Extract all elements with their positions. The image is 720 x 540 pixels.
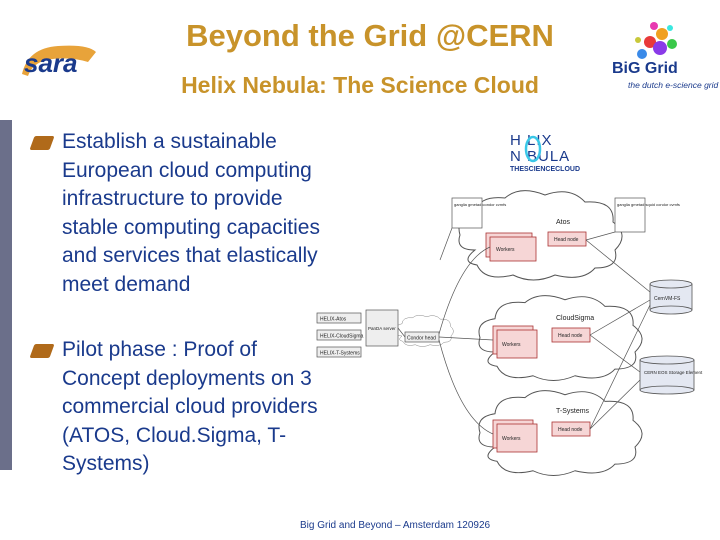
condor-head-label: Condor head: [407, 336, 436, 342]
cloudsigma-headnode-label: Head node: [558, 333, 583, 339]
atos-workers-label: Workers: [496, 247, 515, 253]
bullet-item-1: Establish a sustainable European cloud c…: [29, 128, 340, 299]
left-accent-bar: [0, 120, 12, 470]
note-box-left: [451, 197, 483, 229]
helix-tsystems-box: [316, 346, 362, 358]
atos-headnode: [547, 231, 587, 247]
panda-server-label: PanDA server: [368, 326, 396, 331]
cerneos-cylinder: CERN EOS Storage Element: [639, 355, 703, 395]
helix-cloudsigma-label: HELIX-CloudSigma: [320, 334, 364, 340]
tsystems-headnode-label: Head node: [558, 427, 583, 433]
tsystems-name: T-Systems: [556, 408, 590, 415]
svg-text:sara: sara: [24, 48, 78, 78]
note-box-right-label: ganglia gmetad squid condor cvmfs: [617, 202, 680, 207]
helix-logo-top: H LIX: [510, 132, 553, 149]
bullet-item-2: Pilot phase : Proof of Concept deploymen…: [29, 336, 340, 479]
bullet-text: Establish a sustainable European cloud c…: [62, 130, 320, 296]
helix-logo-bottom: THESCIENCECLOUD: [510, 166, 581, 173]
cerneos-label: CERN EOS Storage Element: [644, 370, 703, 375]
tsystems-workers-label: Workers: [502, 436, 521, 442]
helix-nebula-logo: H LIX N BULA THESCIENCECLOUD: [510, 132, 600, 178]
helix-tsystems-label: HELIX-T-Systems: [320, 351, 360, 357]
cernvmfs-label: CernVM-FS: [654, 296, 681, 302]
atos-name: Atos: [556, 219, 571, 226]
note-box-left-label: ganglia gmetad condor cvmfs: [454, 202, 506, 207]
big-grid-tagline: the dutch e-science grid: [628, 80, 719, 90]
big-grid-name: BiG Grid: [612, 60, 678, 77]
cloudsigma-workers-label: Workers: [502, 342, 521, 348]
cloudsigma-name: CloudSigma: [556, 315, 594, 322]
cernvmfs-cylinder: CernVM-FS: [649, 279, 693, 315]
atos-headnode-label: Head node: [554, 237, 579, 243]
helix-atos-label: HELIX-Atos: [320, 317, 347, 323]
footer-text: Big Grid and Beyond – Amsterdam 120926: [300, 520, 491, 531]
helix-atos-box: [316, 312, 362, 324]
note-box-right: [614, 197, 646, 233]
sara-logo: sara: [18, 30, 100, 80]
helix-cloudsigma-box: [316, 329, 362, 341]
panda-server-box: [365, 309, 399, 347]
page-title: Beyond the Grid @CERN: [186, 18, 554, 53]
big-grid-logo: BiG Grid the dutch e-science grid: [612, 12, 718, 102]
bullet-text: Pilot phase : Proof of Concept deploymen…: [62, 338, 318, 475]
page-subtitle: Helix Nebula: The Science Cloud: [181, 72, 539, 98]
